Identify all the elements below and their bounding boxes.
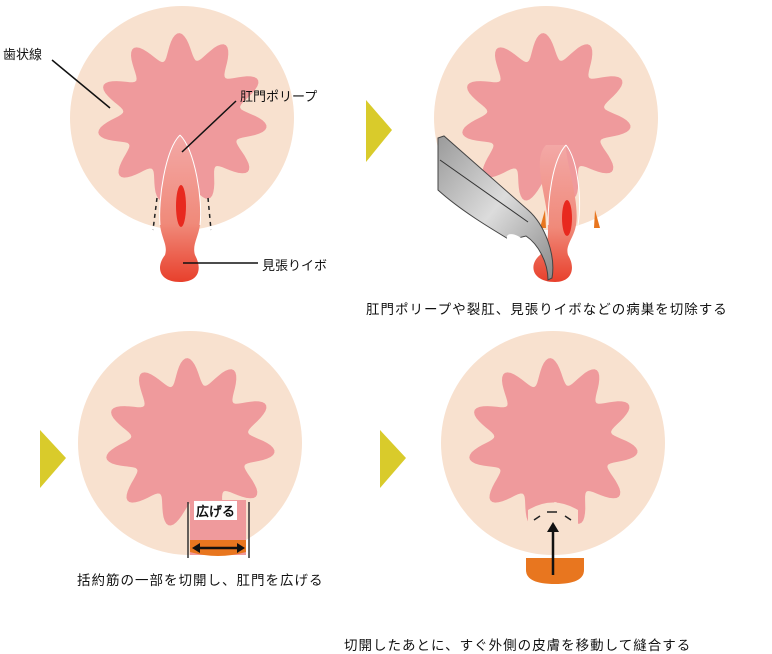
arrowhead-left-icon: [192, 543, 200, 553]
mucosa-blob: [98, 33, 267, 201]
suture-marks: [533, 511, 572, 521]
skin-flap: [526, 558, 584, 584]
label-anal-polyp: 肛門ポリープ: [240, 90, 318, 105]
arrowhead-up-icon: [547, 522, 559, 532]
polyp-outline: [159, 134, 202, 226]
forceps-icon: [437, 135, 554, 281]
mucosa-blob: [462, 33, 631, 201]
step-arrow-icon: [40, 430, 66, 488]
polyp-shape: [533, 145, 577, 282]
polyp-leader: [181, 100, 237, 153]
forceps-gap: [506, 234, 530, 252]
polyp-outline: [547, 144, 580, 226]
panel-skin-flap: [441, 331, 665, 584]
step-arrow-icon: [380, 430, 406, 488]
panel-sphincterotomy: [78, 331, 302, 558]
panel-excision: [434, 6, 658, 282]
flap-bed: [528, 502, 578, 540]
mucosa-blob: [106, 358, 275, 526]
fissure-lesion: [176, 185, 186, 227]
forceps-hinge-line: [439, 159, 529, 223]
dentate-line-leader: [51, 59, 111, 109]
arrowhead-right-icon: [237, 543, 245, 553]
fissure-lesion: [562, 200, 572, 236]
caption-sphincterotomy: 括約筋の一部を切開し、肛門を広げる: [77, 573, 324, 589]
label-dentate-line: 歯状線: [3, 48, 43, 63]
caption-excision: 肛門ポリープや裂肛、見張りイボなどの病巣を切除する: [366, 302, 728, 318]
panel-before: [51, 6, 294, 282]
label-sentinel-pile: 見張りイボ: [262, 259, 328, 274]
label-widen: 広げる: [194, 501, 238, 520]
mucosa-blob: [469, 358, 638, 526]
caption-skin-flap: 切開したあとに、すぐ外側の皮膚を移動して縫合する: [344, 638, 692, 654]
step-arrow-icon: [366, 100, 392, 162]
incision-marks: [152, 197, 212, 231]
